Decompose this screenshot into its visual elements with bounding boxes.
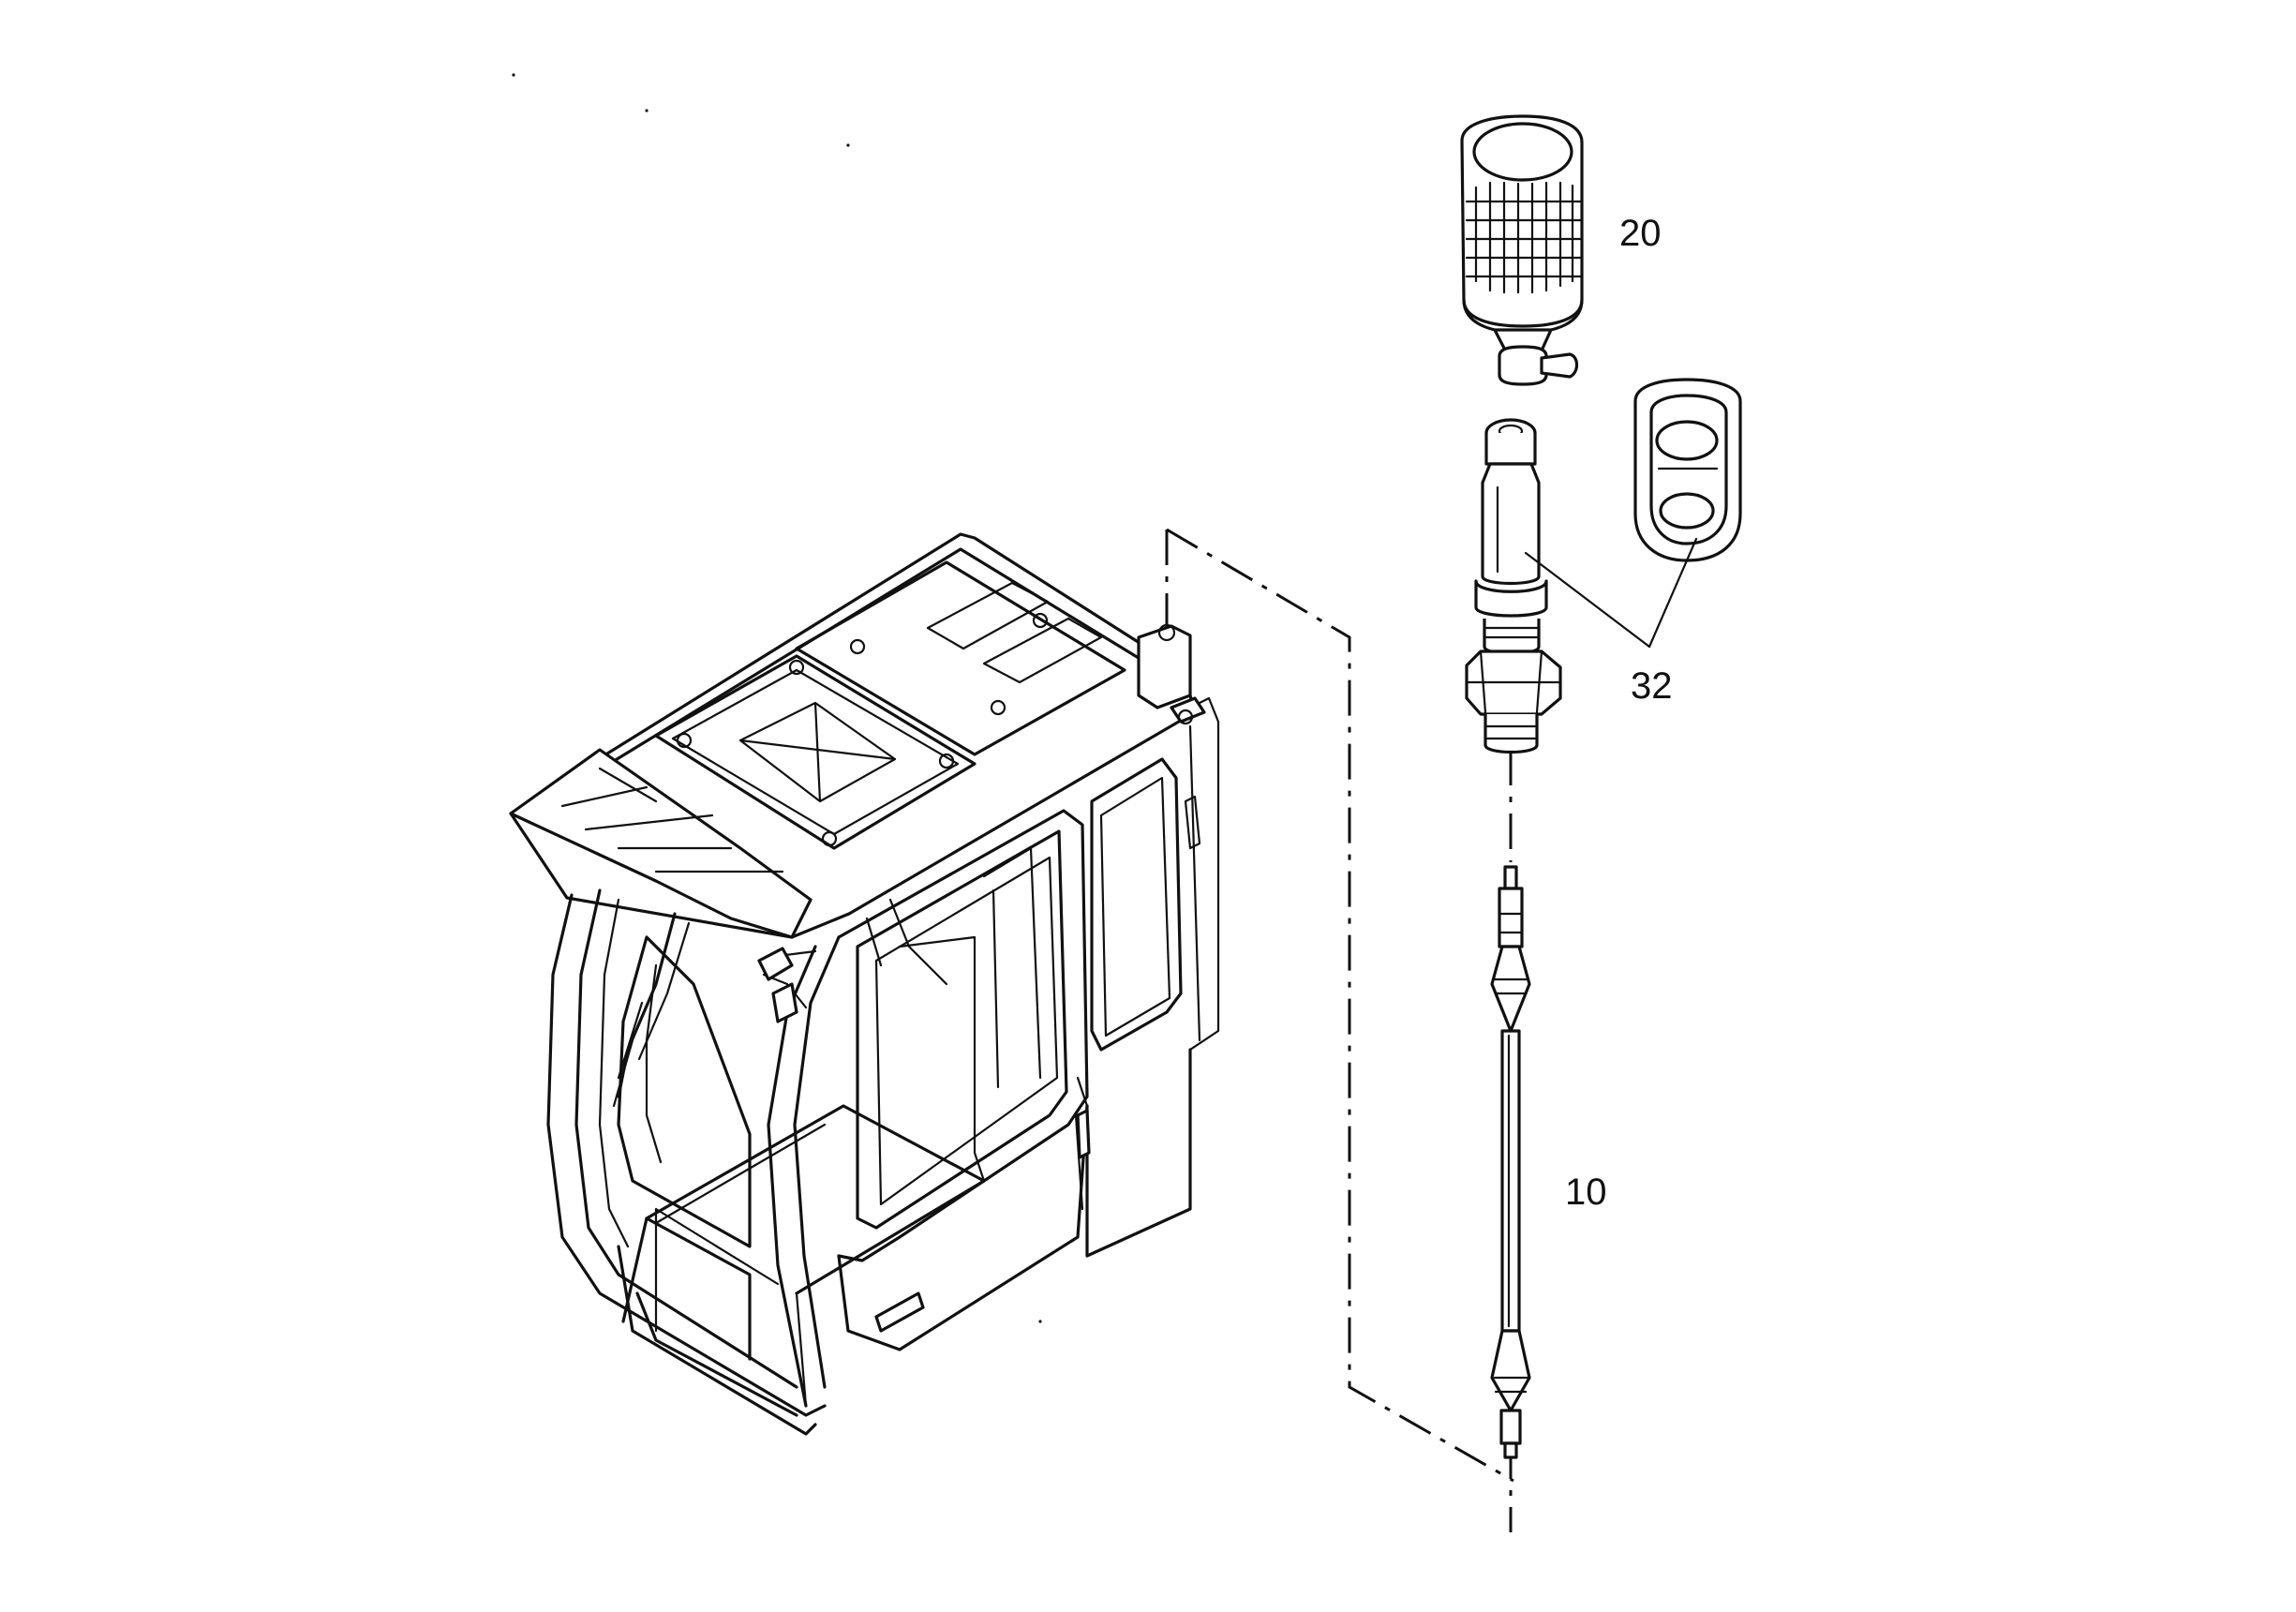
callout-20: 20: [1619, 213, 1662, 254]
antenna-rod: [1490, 865, 1531, 1459]
callout-10: 10: [1565, 1172, 1607, 1213]
scan-specks: [512, 73, 1042, 1323]
beacon-lamp: [1460, 114, 1584, 386]
mounting-bracket: [1465, 378, 1742, 754]
callout-32: 32: [1631, 665, 1673, 707]
operator-cab: [509, 532, 1220, 1436]
